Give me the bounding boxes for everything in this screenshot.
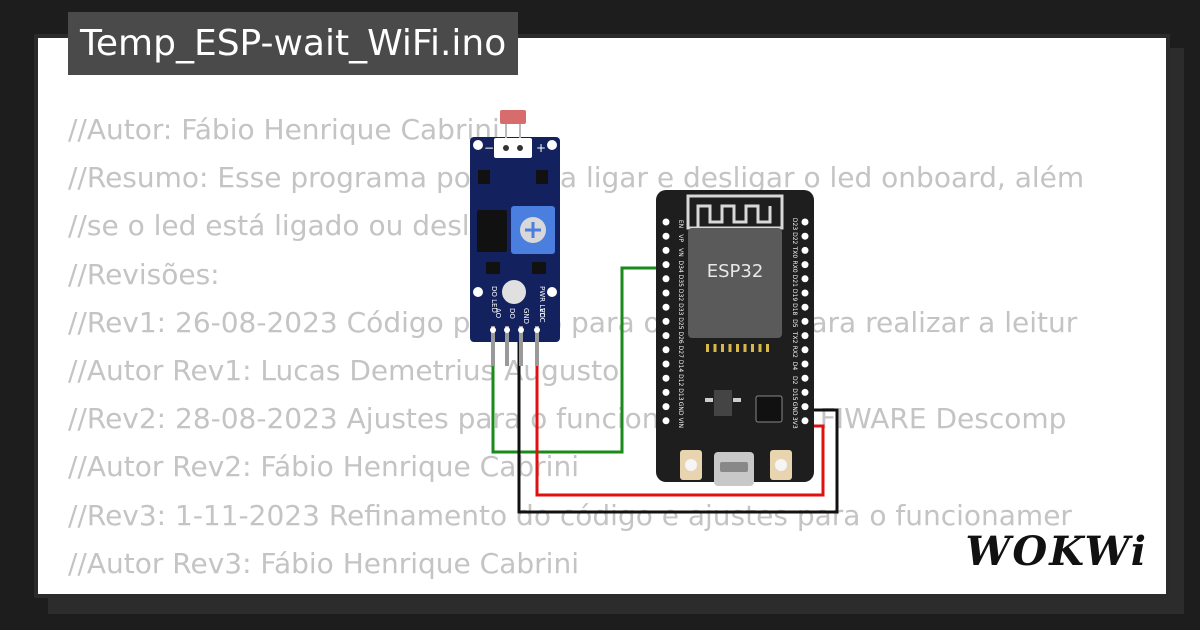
esp32-pin-label: D23 bbox=[791, 218, 798, 230]
esp32-pin-label: D14 bbox=[677, 360, 684, 372]
esp32-pin-label: D19 bbox=[791, 289, 798, 301]
esp32-pin-label: RX2 bbox=[791, 346, 798, 358]
code-line: //Autor Rev1: Lucas Demetrius Augusto bbox=[68, 353, 620, 387]
esp32-pin-d33-left[interactable]: D33 bbox=[662, 303, 685, 316]
pwr-led-label: PWR LED bbox=[538, 286, 546, 318]
esp32-pin-label: TX2 bbox=[791, 331, 798, 344]
sensor-pin-ao[interactable]: AO bbox=[490, 308, 502, 366]
esp32-pin-d32-left[interactable]: D32 bbox=[662, 289, 685, 301]
esp32-pin-label: TX0 bbox=[791, 246, 798, 259]
esp32-pin-gnd-left[interactable]: GND bbox=[662, 402, 685, 416]
esp32-pin-3v3-right[interactable]: 3V3 bbox=[791, 417, 809, 429]
esp32-board[interactable]: ESP32 ENVPVND34D35D32D33D25D26D27D14D12D… bbox=[656, 190, 814, 486]
code-line: //Revisões: bbox=[68, 257, 220, 291]
esp32-pin-label: D26 bbox=[677, 331, 684, 343]
code-line: //Autor: Fábio Henrique Cabrini bbox=[68, 113, 500, 146]
esp32-pin-d21-right[interactable]: D21 bbox=[791, 275, 809, 287]
code-line: //Autor Rev2: Fábio Henrique Cabrini bbox=[68, 450, 579, 484]
esp32-pin-label: D22 bbox=[791, 232, 798, 244]
esp32-pin-label: D4 bbox=[791, 362, 798, 371]
esp32-pin-label: GND bbox=[791, 402, 798, 416]
esp32-pin-label: D34 bbox=[677, 260, 684, 272]
sensor-pin-label: DO bbox=[508, 308, 516, 319]
esp32-pin-label: VP bbox=[677, 234, 684, 242]
esp32-pin-d34-left[interactable]: D34 bbox=[662, 260, 685, 273]
esp32-pin-en-left[interactable]: EN bbox=[662, 218, 685, 229]
esp32-pin-d14-left[interactable]: D14 bbox=[662, 360, 685, 372]
esp32-pin-label: VIN bbox=[677, 418, 684, 428]
code-line: //Rev3: 1-11-2023 Refinamento do código … bbox=[68, 498, 1072, 532]
sensor-pin-label: AO bbox=[494, 308, 502, 319]
esp32-pin-label: D32 bbox=[677, 289, 684, 301]
esp32-pin-label: D25 bbox=[677, 317, 684, 329]
esp32-pin-d25-left[interactable]: D25 bbox=[662, 317, 685, 330]
pot-plus-label: + bbox=[536, 141, 546, 155]
sensor-pin-gnd[interactable]: GND bbox=[518, 308, 530, 366]
esp32-pin-d35-left[interactable]: D35 bbox=[662, 275, 685, 287]
esp32-pin-label: VN bbox=[677, 248, 684, 257]
esp32-pin-label: D18 bbox=[791, 303, 798, 315]
light-sensor-module[interactable]: − + DO LED PWR LED AO DO GND VCC bbox=[470, 110, 560, 366]
esp32-pin-label: D12 bbox=[677, 374, 684, 386]
esp32-pin-label: D21 bbox=[791, 275, 798, 287]
esp32-pin-d26-left[interactable]: D26 bbox=[662, 331, 685, 344]
voltage-regulator bbox=[714, 390, 732, 416]
signal-wire[interactable] bbox=[491, 266, 666, 454]
esp32-pin-label: D33 bbox=[677, 303, 684, 315]
power-wire[interactable] bbox=[535, 340, 825, 497]
esp32-pin-d12-left[interactable]: D12 bbox=[662, 374, 685, 387]
esp32-pin-rx0-right[interactable]: RX0 bbox=[791, 261, 809, 273]
esp32-pin-d2-right[interactable]: D2 bbox=[791, 374, 809, 385]
project-filename: Temp_ESP-wait_WiFi.ino bbox=[68, 12, 519, 75]
esp32-pin-d5-right[interactable]: D5 bbox=[791, 317, 809, 328]
wokwi-logo: WOKWi bbox=[965, 528, 1148, 575]
usb-uart-chip bbox=[755, 395, 783, 423]
esp32-pin-d13-left[interactable]: D13 bbox=[662, 388, 685, 401]
code-line: //Autor Rev3: Fábio Henrique Cabrini bbox=[68, 546, 579, 580]
esp32-pin-label: D5 bbox=[791, 319, 798, 328]
do-led-label: DO LED bbox=[490, 286, 498, 313]
esp32-pin-label: GND bbox=[677, 402, 684, 416]
esp32-pin-tx0-right[interactable]: TX0 bbox=[791, 246, 809, 259]
esp32-pin-d22-right[interactable]: D22 bbox=[791, 232, 809, 245]
esp32-pin-d18-right[interactable]: D18 bbox=[791, 303, 809, 316]
esp32-pin-d27-left[interactable]: D27 bbox=[662, 346, 685, 358]
sensor-pin-vcc[interactable]: VCC bbox=[534, 308, 546, 366]
photoresistor bbox=[500, 110, 526, 124]
esp32-pin-label: D15 bbox=[791, 388, 798, 400]
esp32-pin-label: EN bbox=[677, 220, 684, 228]
sensor-pin-label: VCC bbox=[538, 308, 546, 323]
esp32-pin-label: D27 bbox=[677, 346, 684, 358]
esp32-pin-label: D13 bbox=[677, 388, 684, 400]
esp32-pin-label: D2 bbox=[791, 376, 798, 385]
esp32-chip-label: ESP32 bbox=[707, 261, 764, 282]
esp32-pin-label: RX0 bbox=[791, 261, 798, 273]
pot-minus-label: − bbox=[484, 141, 494, 155]
esp32-pin-vn-left[interactable]: VN bbox=[662, 246, 685, 257]
esp32-pin-label: D35 bbox=[677, 275, 684, 287]
esp32-pin-d4-right[interactable]: D4 bbox=[791, 360, 809, 371]
esp32-pin-gnd-right[interactable]: GND bbox=[791, 402, 809, 416]
sensor-pin-label: GND bbox=[522, 308, 530, 324]
esp32-pin-d15-right[interactable]: D15 bbox=[791, 388, 809, 401]
ground-wire[interactable] bbox=[517, 340, 839, 514]
esp32-pin-rx2-right[interactable]: RX2 bbox=[791, 346, 809, 358]
esp32-pin-label: 3V3 bbox=[791, 417, 798, 429]
esp32-pin-d23-right[interactable]: D23 bbox=[791, 218, 809, 230]
esp32-pin-tx2-right[interactable]: TX2 bbox=[791, 331, 809, 344]
esp32-pin-vp-left[interactable]: VP bbox=[662, 232, 685, 243]
sensor-pin-do[interactable]: DO bbox=[504, 308, 516, 366]
esp32-pin-vin-left[interactable]: VIN bbox=[662, 417, 685, 428]
power-led bbox=[502, 280, 526, 304]
esp32-module bbox=[688, 228, 782, 338]
esp32-pin-d19-right[interactable]: D19 bbox=[791, 289, 809, 301]
comparator-chip bbox=[477, 210, 507, 252]
